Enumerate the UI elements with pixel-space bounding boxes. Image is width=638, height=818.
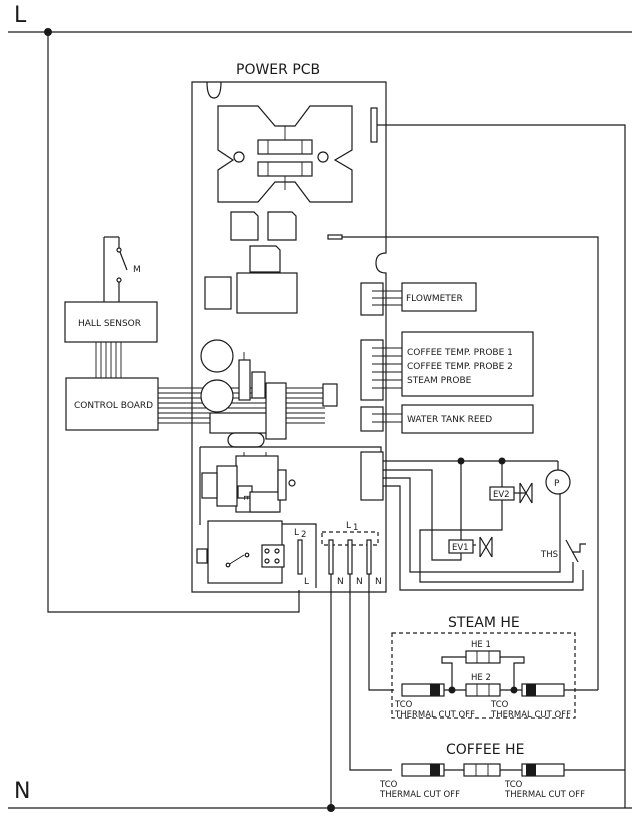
terminal-n2: N [356,577,363,587]
line-rail-label: L [14,3,27,28]
terminal-l2-sub: 2 [301,530,306,540]
neutral-rail: N [8,779,632,809]
power-pcb: POWER PCB [191,62,387,593]
hall-to-control-wires [95,342,122,378]
control-board-label: CONTROL BOARD [74,401,153,411]
steam-tco-left-desc: THERMAL CUT OFF [394,710,475,720]
hall-sensor-label: HALL SENSOR [78,319,141,329]
pump-label: P [554,479,560,489]
valve-wiring [383,457,584,591]
line-feed-wire [47,32,300,613]
steam-he-group: STEAM HE HE 1 HE 2 TCO THERMAL CUT OFF T… [391,615,598,720]
relay: E [201,452,296,513]
coffee-he-title: COFFEE HE [446,742,524,758]
coffee-he-group: COFFEE HE TCO THERMAL CUT OFF TCO THERMA… [379,742,625,800]
ths-label: THS [540,550,558,560]
terminal-n1: N [337,577,344,587]
steam-tco-right-desc: THERMAL CUT OFF [490,710,571,720]
line-rail: L [8,3,632,33]
switch-label: M [133,265,141,275]
control-board-box [65,377,159,431]
ev2-label: EV2 [493,490,510,500]
flowmeter-connector: FLOWMETER [360,282,477,316]
coffee-tco-left-desc: THERMAL CUT OFF [379,790,460,800]
water-tank-label: WATER TANK REED [407,415,492,425]
he1-label: HE 1 [471,640,491,650]
terminal-l2-label: L [294,528,299,538]
terminal-l1-label: L [346,521,351,531]
terminal-n3: N [375,577,382,587]
probe-connector: COFFEE TEMP. PROBE 1 COFFEE TEMP. PROBE … [360,331,534,401]
pcb-to-steam-return-wire [342,236,599,690]
ev1-valve: EV1 [448,536,493,558]
water-tank-connector: WATER TANK REED [360,404,534,434]
coffee-tco-right-desc: THERMAL CUT OFF [504,790,585,800]
probe-label-3: STEAM PROBE [407,376,472,386]
power-pcb-title: POWER PCB [236,62,320,78]
transformer [217,105,353,203]
he2-label: HE 2 [471,673,491,683]
coffee-tco-right: TCO [504,780,523,790]
he2-element: HE 2 [465,673,501,697]
he1-element: HE 1 [465,640,501,664]
pcb-fuse [370,107,378,143]
steam-tco-right: TCO [490,700,509,710]
neutral-rail-label: N [14,779,30,804]
terminal-l: L [304,577,309,587]
fuse-to-steam-wire [377,124,626,808]
steam-tco-left: TCO [394,700,413,710]
main-switch: M [103,236,141,302]
steam-he-title: STEAM HE [448,615,520,631]
valve-connector [360,451,384,501]
pump: P [545,469,571,495]
neutral-terminal-wires [330,574,394,808]
ev2-valve: EV2 [489,482,533,504]
pcb-components [200,211,343,448]
ths-thermostat: THS [540,539,586,563]
probe-label-1: COFFEE TEMP. PROBE 1 [407,348,513,358]
hall-sensor-box [64,301,158,343]
coffee-he-element [463,763,501,777]
flowmeter-label: FLOWMETER [406,294,463,304]
terminal-l1-sub: 1 [353,523,358,533]
pcb-relay-lower [196,446,382,588]
terminal-block: L 2 L 1 L N N N [294,521,382,587]
probe-label-2: COFFEE TEMP. PROBE 2 [407,362,513,372]
ev1-label: EV1 [452,543,469,553]
relay-label: E [241,495,251,500]
coffee-tco-left: TCO [379,780,398,790]
